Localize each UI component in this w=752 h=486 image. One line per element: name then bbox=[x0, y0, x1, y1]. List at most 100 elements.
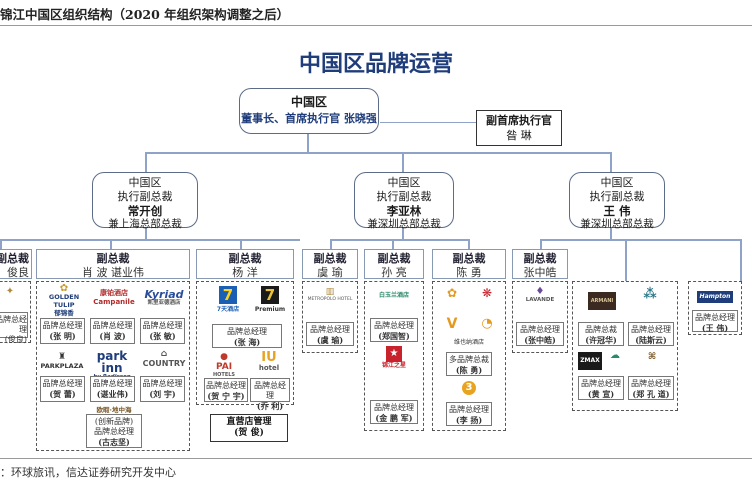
card-role: 品牌总经理 bbox=[449, 405, 489, 414]
card-role: 品牌总经理 bbox=[520, 325, 560, 334]
card-name: (贺 蕾) bbox=[49, 389, 76, 399]
card-name: (郑国智) bbox=[378, 331, 410, 341]
card-name: (许冠华) bbox=[585, 335, 617, 345]
vp-group-7 bbox=[572, 281, 678, 411]
vp-header-5: 副总裁 陈 勇 bbox=[432, 249, 506, 279]
evp-l2: 执行副总裁 bbox=[117, 189, 173, 203]
evp-l2: 执行副总裁 bbox=[376, 189, 432, 203]
card-lu-siyun: 品牌总经理 (陆斯云) bbox=[628, 322, 674, 346]
evp-box-chang: 中国区 执行副总裁 常开创 兼上海总部总裁 bbox=[92, 172, 198, 230]
vp-name: 虞 瑜 bbox=[317, 266, 343, 279]
connector bbox=[145, 152, 610, 154]
card-name: (贺 宁 宇) bbox=[207, 391, 245, 401]
golden-tulip-logo: ✿ GOLDEN TULIP 郁锦香 bbox=[40, 284, 88, 318]
hampton-logo: Hampton bbox=[692, 288, 738, 303]
zmax-logo: ZMAX bbox=[578, 350, 602, 370]
card-he-ningyu: 品牌总经理 (贺 宁 宇) bbox=[204, 378, 248, 402]
chairman-box: 中国区 董事长、首席执行官 张晓强 bbox=[239, 88, 379, 134]
vp-name: 陈 勇 bbox=[456, 266, 482, 279]
card-xiao-bo: 品牌总经理 (肖 波) bbox=[90, 318, 135, 344]
card-role: 品牌总经理 bbox=[142, 379, 183, 388]
connector bbox=[610, 152, 612, 172]
card-name: (陈 勇) bbox=[455, 365, 483, 375]
connector bbox=[402, 228, 404, 240]
connector bbox=[540, 239, 542, 249]
brand-name: COUNTRY bbox=[142, 359, 186, 368]
connector bbox=[0, 239, 300, 241]
vp-name: 俊良 bbox=[7, 266, 29, 279]
card-xu-guanhua: 品牌总裁 (许冠华) bbox=[578, 322, 624, 346]
chart-title: 中国区品牌运营 bbox=[298, 52, 453, 77]
brand-name: 锦江之星 bbox=[381, 362, 406, 369]
evp-l2: 执行副总裁 bbox=[589, 189, 645, 203]
card-chen-yewei: 品牌总经理 (谌业伟) bbox=[90, 376, 135, 402]
direct-store-box: 直营店管理 (贺 俊) bbox=[210, 414, 288, 442]
pai-logo: ● PAI HOTELS bbox=[206, 352, 242, 378]
vp-group-8 bbox=[688, 281, 742, 335]
vp-group-4 bbox=[364, 281, 424, 431]
brand-name: 凯里亚德酒店 bbox=[147, 300, 181, 306]
figure-caption: 锦江中国区组织结构（2020 年组织架构调整之后） bbox=[0, 7, 290, 22]
card-role: 品牌总经理 bbox=[92, 321, 133, 330]
vp-header-6: 副总裁 张中皓 bbox=[512, 249, 568, 279]
brand-name: Campanile bbox=[93, 298, 135, 306]
connector bbox=[380, 122, 476, 123]
card-zheng-guozhi: 品牌总经理 (郑国智) bbox=[370, 318, 418, 342]
vp-header-0: 副总裁 俊良 bbox=[0, 249, 32, 279]
metropolo-logo: ▥ METROPOLO HOTEL bbox=[303, 288, 357, 304]
evp-box-wang: 中国区 执行副总裁 王 伟 兼深圳总部总裁 bbox=[569, 172, 665, 230]
brand-logo-left: ✦ bbox=[5, 286, 15, 297]
card-role: 品牌总经理 bbox=[227, 327, 267, 336]
connector bbox=[392, 239, 394, 249]
three-logo: 3 bbox=[454, 378, 484, 395]
seven-days-logo: 7 7天酒店 bbox=[210, 286, 246, 315]
card-role: 品牌总经理 bbox=[0, 315, 27, 334]
jixiang-logo: ⌘ bbox=[647, 352, 657, 362]
connector bbox=[468, 239, 470, 249]
vp-header-1: 副总裁 肖 波 谌业伟 bbox=[36, 249, 190, 279]
card-zhang-min: 品牌总经理 (张 敏) bbox=[140, 318, 185, 344]
card-li-yang: 品牌总经理 (李 扬) bbox=[446, 402, 492, 426]
card-name: (张 明) bbox=[49, 331, 76, 341]
connector bbox=[240, 239, 242, 249]
connector bbox=[740, 239, 742, 281]
direct-title: 直营店管理 bbox=[226, 417, 272, 427]
card-name: (王 伟) bbox=[701, 323, 729, 333]
card-role: 品牌总经理 bbox=[42, 321, 83, 330]
connector bbox=[307, 134, 309, 152]
source-note: ：环球旅讯，信达证券研究开发中心 bbox=[0, 466, 176, 479]
connector bbox=[610, 228, 612, 240]
card-zhang-zhonghao: 品牌总经理 (张中皓) bbox=[516, 322, 564, 346]
vp-name: 肖 波 谌业伟 bbox=[82, 266, 144, 279]
direct-name: (贺 俊) bbox=[234, 428, 264, 439]
card-role: 品牌总经理 bbox=[254, 381, 286, 400]
vp-title: 副总裁 bbox=[452, 252, 486, 265]
card-chen-yong: 多品牌总裁 (陈 勇) bbox=[446, 352, 492, 376]
vp-group-3 bbox=[302, 281, 358, 353]
evp-sub: 兼深圳总部总裁 bbox=[580, 217, 654, 230]
brand-name: 7天酒店 bbox=[216, 306, 240, 313]
brand-name: park inn bbox=[96, 349, 128, 375]
card-zhang-hai: 品牌总经理 (张 海) bbox=[212, 324, 282, 348]
vp-title: 副总裁 bbox=[523, 252, 557, 265]
card-zheng-kongdao: 品牌总经理 (郑 孔 道) bbox=[628, 376, 674, 400]
country-logo: ⌂ COUNTRY bbox=[140, 350, 188, 369]
card-qiao-li: 品牌总经理 (乔 利) bbox=[250, 378, 290, 411]
vienna-logo-4: ◔ bbox=[481, 316, 493, 331]
vp-group-1 bbox=[36, 281, 190, 451]
connector bbox=[330, 239, 470, 241]
connector bbox=[110, 239, 112, 249]
evp-name: 王 伟 bbox=[603, 203, 631, 218]
lavande-logo: ♦ LAVANDE bbox=[514, 287, 566, 304]
card-name: (陆斯云) bbox=[635, 335, 667, 345]
card-name: (古志坚) bbox=[98, 437, 130, 447]
vp-group-0 bbox=[0, 281, 31, 343]
card-name: (张中皓) bbox=[524, 335, 556, 345]
card-name: (金 鹏 军) bbox=[375, 413, 413, 423]
vienna-logo-3: V bbox=[446, 316, 458, 332]
brand-name: 郁锦香 bbox=[54, 309, 74, 317]
connector bbox=[0, 239, 2, 249]
card-name: (刘 宇) bbox=[149, 389, 176, 399]
evp-l1: 中国区 bbox=[600, 176, 634, 189]
vp-name: 孙 亮 bbox=[381, 266, 407, 279]
